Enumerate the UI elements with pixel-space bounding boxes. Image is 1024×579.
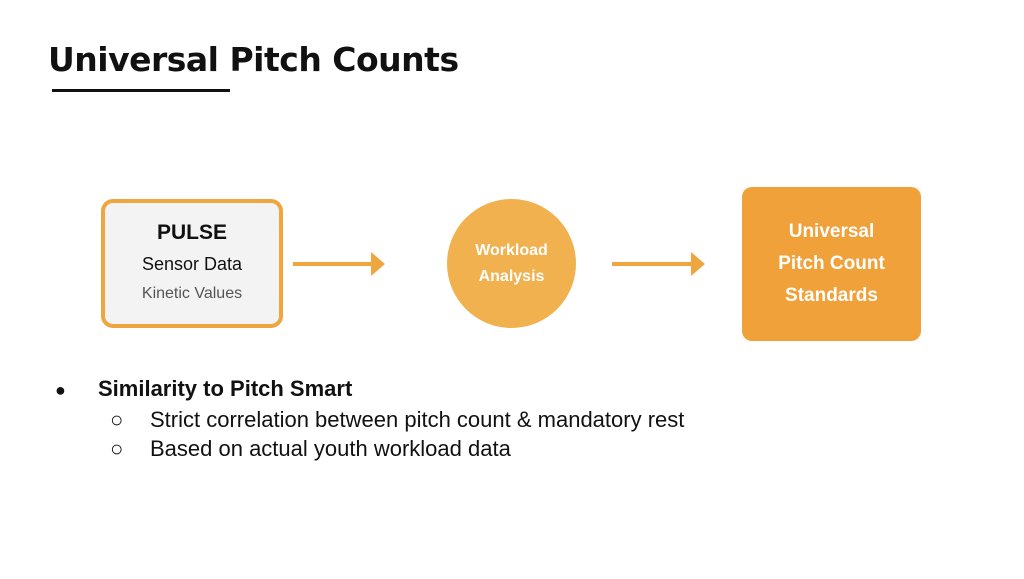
bullet-marker: ●: [55, 380, 66, 400]
slide-title: Universal Pitch Counts: [48, 40, 459, 79]
source-title: PULSE: [156, 221, 227, 244]
arrow-right-icon: [293, 252, 385, 276]
sub-bullet-marker: ○: [110, 436, 124, 461]
sub-bullet: Strict correlation between pitch count &…: [150, 407, 685, 432]
output-line3: Standards: [785, 285, 878, 306]
standards-output-box: Universal Pitch Count Standards: [742, 187, 921, 341]
sub-bullet: Based on actual youth workload data: [150, 436, 511, 461]
arrow-right-icon: [612, 252, 705, 276]
output-line1: Universal: [788, 221, 875, 242]
pulse-source-box: PULSE Sensor Data Kinetic Values: [101, 199, 283, 328]
source-subtitle: Sensor Data: [141, 254, 243, 274]
title-underline: [52, 89, 230, 92]
sub-bullet-marker: ○: [110, 407, 124, 432]
source-detail: Kinetic Values: [141, 285, 243, 302]
output-line2: Pitch Count: [778, 253, 885, 274]
process-line2: Analysis: [478, 267, 545, 285]
bullet-main: Similarity to Pitch Smart: [98, 376, 353, 401]
process-line1: Workload: [475, 241, 548, 259]
workload-analysis-circle: Workload Analysis: [447, 199, 576, 328]
